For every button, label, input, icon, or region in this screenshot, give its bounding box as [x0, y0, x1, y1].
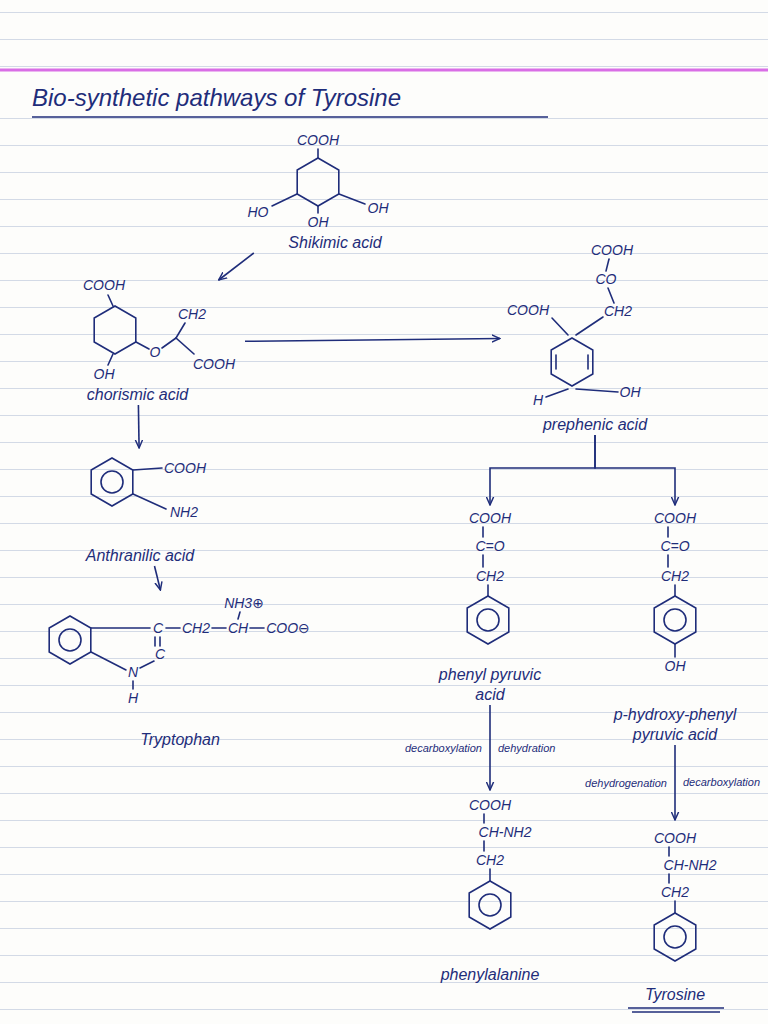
- atom-label: OH: [94, 366, 115, 382]
- reaction-arrow: [219, 253, 254, 280]
- atom-label: CH2: [178, 306, 206, 322]
- atom-label: COOH: [193, 356, 235, 372]
- compound-node: Anthranilic acid: [40, 448, 240, 566]
- reaction-arrow: [245, 339, 500, 342]
- atom-label: CH2: [182, 620, 210, 636]
- atom-label: COO⊖: [266, 620, 310, 636]
- name-underline: [632, 1011, 720, 1013]
- reaction-arrow: [595, 435, 675, 505]
- compound-name: Anthranilic acid: [86, 546, 195, 566]
- name-underline: [628, 1007, 724, 1009]
- tryptophan-structure: [49, 612, 264, 689]
- atom-label: NH3⊕: [224, 595, 264, 611]
- compound-name: phenyl pyruvic acid: [430, 665, 550, 705]
- compound-name: Shikimic acid: [288, 233, 381, 253]
- atom-label: COOH: [654, 830, 696, 846]
- shikimic-structure: [272, 149, 365, 213]
- compound-name: phenylalanine: [441, 965, 540, 985]
- atom-label: C: [153, 620, 163, 636]
- atom-label: C: [155, 646, 165, 662]
- margin-line: [0, 69, 768, 72]
- atom-label: H: [533, 392, 543, 408]
- phenylpyruvic-structure: [467, 527, 509, 644]
- prephenic-structure: [546, 259, 618, 397]
- atom-label: COOH: [83, 277, 125, 293]
- compound-name: chorismic acid: [87, 385, 188, 405]
- atom-label: CH2: [476, 568, 504, 584]
- atom-label: OH: [368, 200, 389, 216]
- compound-node: Tryptophan: [25, 590, 335, 750]
- atom-label: COOH: [507, 302, 549, 318]
- compound-node: prephenic acid: [500, 240, 690, 435]
- compound-name: p-hydroxy-phenyl pyruvic acid: [600, 705, 750, 745]
- reaction-arrow: [138, 405, 140, 448]
- compound-node: phenyl pyruvic acid: [430, 505, 550, 705]
- compound-name: prephenic acid: [543, 415, 647, 435]
- reaction-arrow: [489, 705, 491, 790]
- atom-label: CH-NH2: [479, 824, 532, 840]
- atom-label: OH: [620, 384, 641, 400]
- atom-label: CH2: [604, 303, 632, 319]
- compound-name: Tryptophan: [140, 730, 220, 750]
- anthranilic-structure: [91, 458, 166, 509]
- atom-label: CH-NH2: [664, 857, 717, 873]
- atom-label: CH2: [661, 884, 689, 900]
- atom-label: NH2: [170, 504, 198, 520]
- compound-name: Tyrosine: [645, 985, 705, 1005]
- reaction-label: decarboxylation: [683, 775, 760, 789]
- chorismic-structure: [94, 295, 194, 365]
- compound-node: Tyrosine: [600, 820, 750, 1005]
- atom-label: COOH: [469, 797, 511, 813]
- reaction-arrow: [155, 566, 161, 590]
- compound-node: phenylalanine: [410, 790, 570, 985]
- atom-label: COOH: [164, 460, 206, 476]
- atom-label: C=O: [660, 538, 689, 554]
- atom-label: O: [150, 344, 161, 360]
- atom-label: COOH: [591, 242, 633, 258]
- atom-label: CH2: [476, 852, 504, 868]
- atom-label: OH: [665, 658, 686, 674]
- atom-label: H: [128, 690, 138, 706]
- title-underline: [32, 116, 548, 118]
- atom-label: COOH: [654, 510, 696, 526]
- atom-label: COOH: [297, 132, 339, 148]
- reaction-label: dehydration: [498, 741, 556, 755]
- atom-label: COOH: [469, 510, 511, 526]
- atom-label: N: [128, 664, 138, 680]
- reaction-arrow: [490, 435, 595, 505]
- atom-label: OH: [308, 214, 329, 230]
- atom-label: HO: [248, 204, 269, 220]
- atom-label: CH2: [661, 568, 689, 584]
- hydroxyphenylpyruvic-structure: [654, 527, 696, 657]
- reaction-label: decarboxylation: [405, 741, 482, 755]
- page-title: Bio-synthetic pathways of Tyrosine: [32, 84, 401, 112]
- reaction-label: dehydrogenation: [585, 776, 667, 790]
- atom-label: CO: [596, 271, 617, 287]
- compound-node: chorismic acid: [30, 280, 245, 405]
- reaction-arrow: [674, 745, 676, 820]
- atom-label: CH: [228, 620, 248, 636]
- atom-label: C=O: [475, 538, 504, 554]
